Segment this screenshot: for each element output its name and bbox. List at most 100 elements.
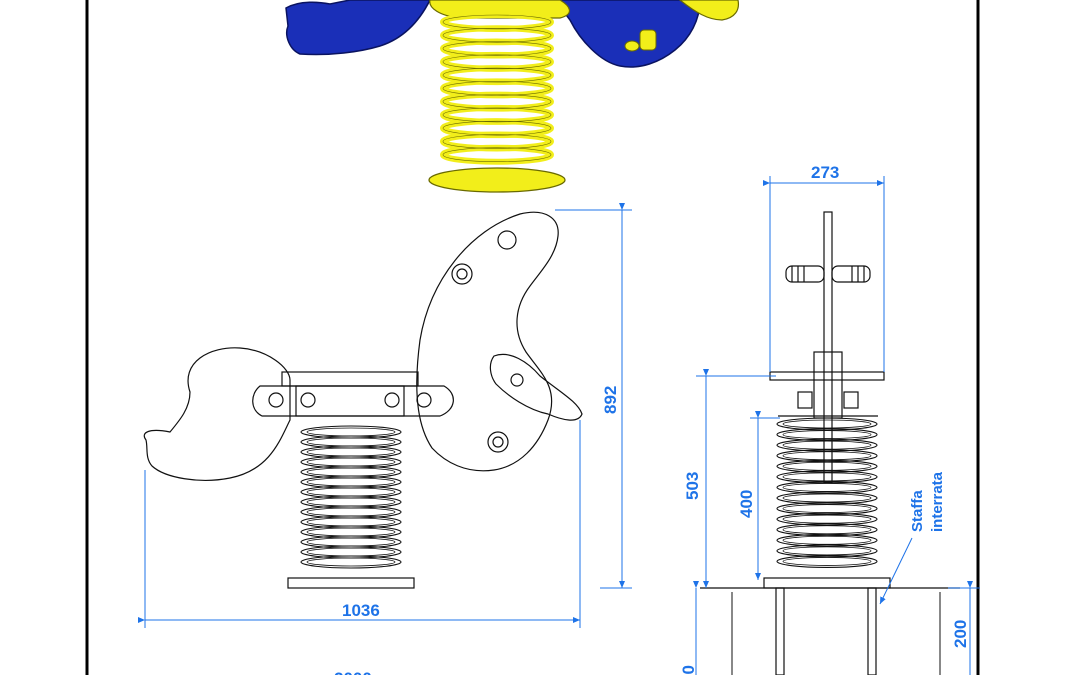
spring-coil [306,497,396,507]
side-post [823,211,833,483]
spring-coil [442,94,552,109]
spring-coil [442,41,552,56]
spring-coil [306,527,396,537]
side-nut-left [797,391,813,409]
spring-coil [782,525,872,535]
ear-outline [489,353,583,421]
bolt-head-2 [487,431,509,453]
yellow-spring [440,12,554,165]
spring-coil [306,437,396,447]
rendered-view [285,0,740,193]
spring-coil [782,419,872,429]
bolt-head-1 [451,263,473,285]
seat-bolt-3 [384,392,400,408]
seat-bracket [295,385,405,417]
bolt-head-2-inner [492,436,504,448]
spring-coil [776,491,878,505]
bracket-label-line1: Staffa [909,490,926,532]
spring-coil [776,438,878,452]
spring-coil [306,477,396,487]
handle-knob [624,29,657,52]
spring-coil [776,470,878,484]
spring-coil [782,483,872,492]
spring-coil [782,493,872,503]
dim-width-front: 1036 [342,601,380,620]
spring-coil [776,428,878,442]
bolt-head-1-inner [456,268,468,280]
spring-coil [442,107,552,123]
dim-side-width: 273 [811,163,839,182]
spring-coil [442,147,552,163]
spring-coil [776,533,878,547]
spring-coil [782,430,872,439]
dimension-lines [138,176,980,675]
ear-bolt [510,373,524,387]
side-seat-plate [769,371,885,381]
spring-coil [442,14,552,30]
spring-coil [782,535,872,545]
seat-bolt-2 [300,392,316,408]
spring-coil [306,487,396,497]
spring-coil [442,81,552,96]
spring-coil [442,134,552,149]
handle-grips [785,265,871,283]
yellow-ear [679,0,740,21]
front-elevation [143,211,583,589]
spring-coil [776,544,878,558]
spring-coil [306,447,396,457]
spring-coil [306,517,396,527]
spring-coil [776,502,878,516]
spring-coil [306,537,396,547]
spring-coils-side [776,417,878,568]
spring-coil [442,27,552,43]
spring-coil [782,451,872,461]
spring-coil [776,417,878,431]
dim-spring-height: 400 [737,490,756,518]
spring-coil [782,440,872,450]
dim-left-cut: 20 [679,665,698,675]
buried-leg-left [775,587,785,675]
dim-ground-depth: 200 [951,620,970,648]
base-plate-front [287,577,415,589]
blue-head [554,0,701,68]
dim-overall-cut: 2000 [334,669,372,675]
seat-bolt-4 [416,392,432,408]
side-bracket [813,351,843,419]
spring-coil [776,523,878,537]
spring-coil [782,546,872,556]
buried-leg-right [867,587,877,675]
spring-coil [306,557,396,567]
spring-coil [306,457,396,467]
spring-coil [306,507,396,517]
spring-coil [782,461,872,471]
dim-seat-height: 503 [683,472,702,500]
head-outline [416,211,559,472]
seat-plate [252,385,454,417]
spring-coil [776,480,878,494]
spring-coil [776,449,878,463]
spring-coil [782,472,872,482]
spring-coils-front [300,425,402,569]
spring-coil [776,554,878,568]
spring-coil [782,557,872,566]
seat-top [281,371,419,387]
eye-outline [497,230,517,250]
spring-coil [442,120,552,136]
spring-coil [776,459,878,473]
spring-coil [306,547,396,557]
spring-coil [306,467,396,477]
spring-coil [782,514,872,524]
dim-height-total: 892 [601,386,620,414]
spring-base-render [428,167,566,193]
tail-outline [143,347,291,481]
spring-coil [442,54,552,70]
spring-coil [306,427,396,437]
side-elevation [700,211,960,675]
seat-bolt-1 [268,392,284,408]
drawing-frame [85,0,980,675]
blue-tail [285,0,431,56]
spring-coil [782,504,872,513]
side-base-plate [763,577,891,589]
spring-coil [776,512,878,526]
